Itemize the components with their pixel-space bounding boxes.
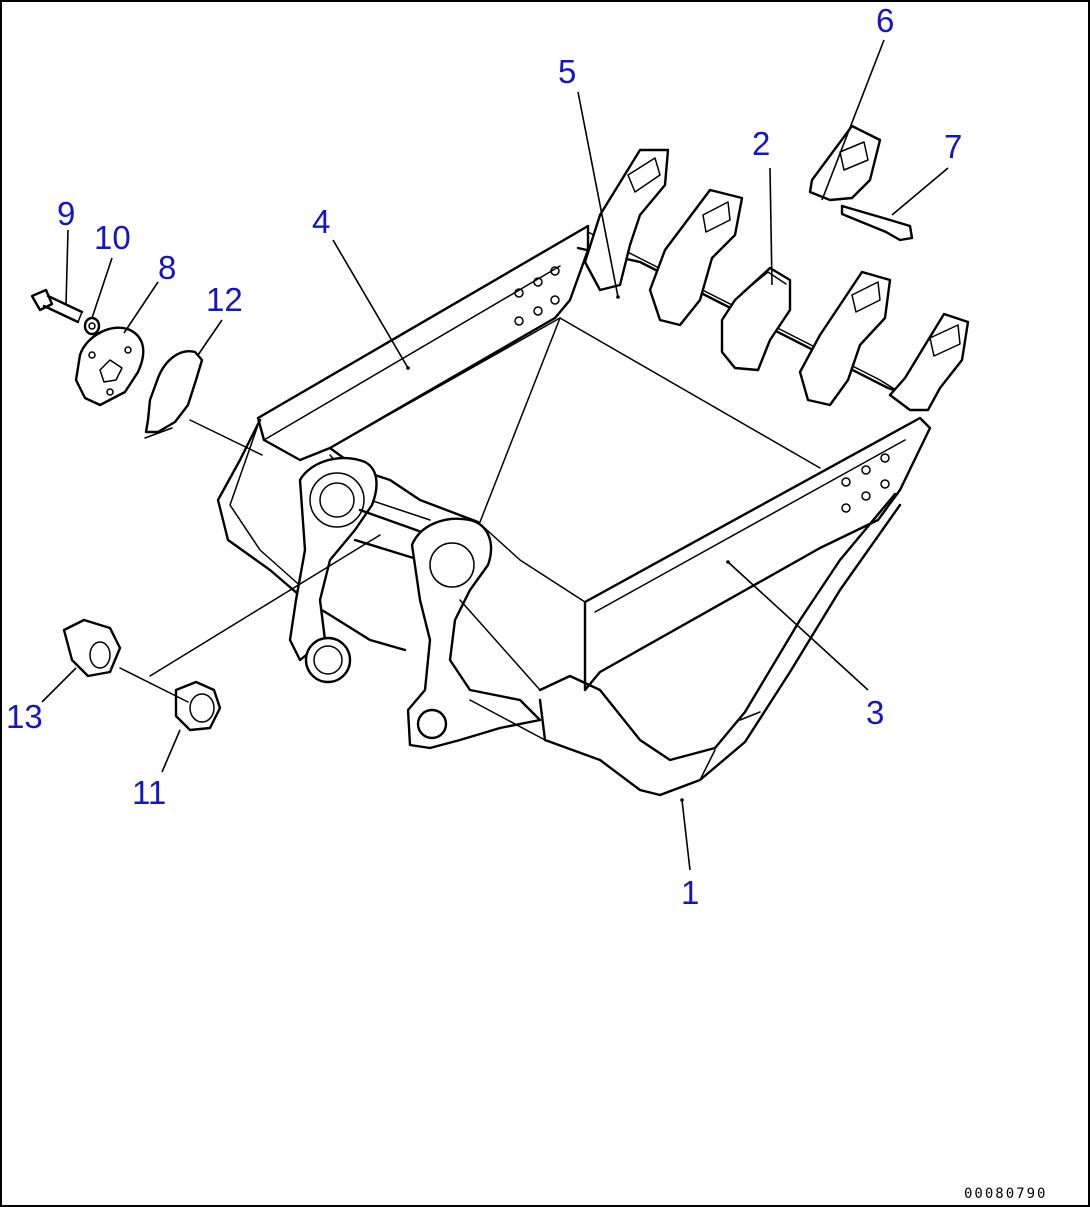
leader-12 [197, 319, 223, 356]
leader-6 [821, 39, 885, 201]
callout-6: 6 [876, 2, 894, 39]
callout-5: 5 [558, 53, 576, 90]
callout-3: 3 [866, 694, 884, 731]
leader-3 [727, 561, 869, 691]
callout-10: 10 [94, 219, 131, 256]
leader-9 [65, 229, 69, 306]
callout-1: 1 [681, 874, 699, 911]
callout-12: 12 [206, 281, 243, 318]
callout-13: 13 [6, 698, 43, 735]
leader-11 [161, 729, 181, 773]
leader-2 [769, 167, 773, 286]
callout-8: 8 [158, 249, 176, 286]
leader-1 [681, 799, 691, 871]
leader-5 [577, 91, 619, 298]
callout-leaders [41, 39, 949, 871]
callout-labels: 1 2 3 4 5 6 7 8 9 10 11 12 13 [6, 2, 962, 911]
leader-8 [123, 281, 159, 334]
leader-7 [891, 167, 949, 216]
leader-13 [41, 667, 77, 703]
bucket-body [216, 224, 932, 797]
callout-11: 11 [132, 774, 166, 811]
drawing-code: 00080790 [964, 1186, 1047, 1202]
callout-7: 7 [944, 128, 962, 165]
bucket-teeth [583, 124, 970, 412]
callout-2: 2 [752, 125, 770, 162]
callout-4: 4 [312, 203, 330, 240]
leader-4 [332, 239, 409, 369]
leader-10 [91, 257, 113, 319]
side-hardware [30, 288, 381, 732]
callout-9: 9 [57, 195, 75, 232]
